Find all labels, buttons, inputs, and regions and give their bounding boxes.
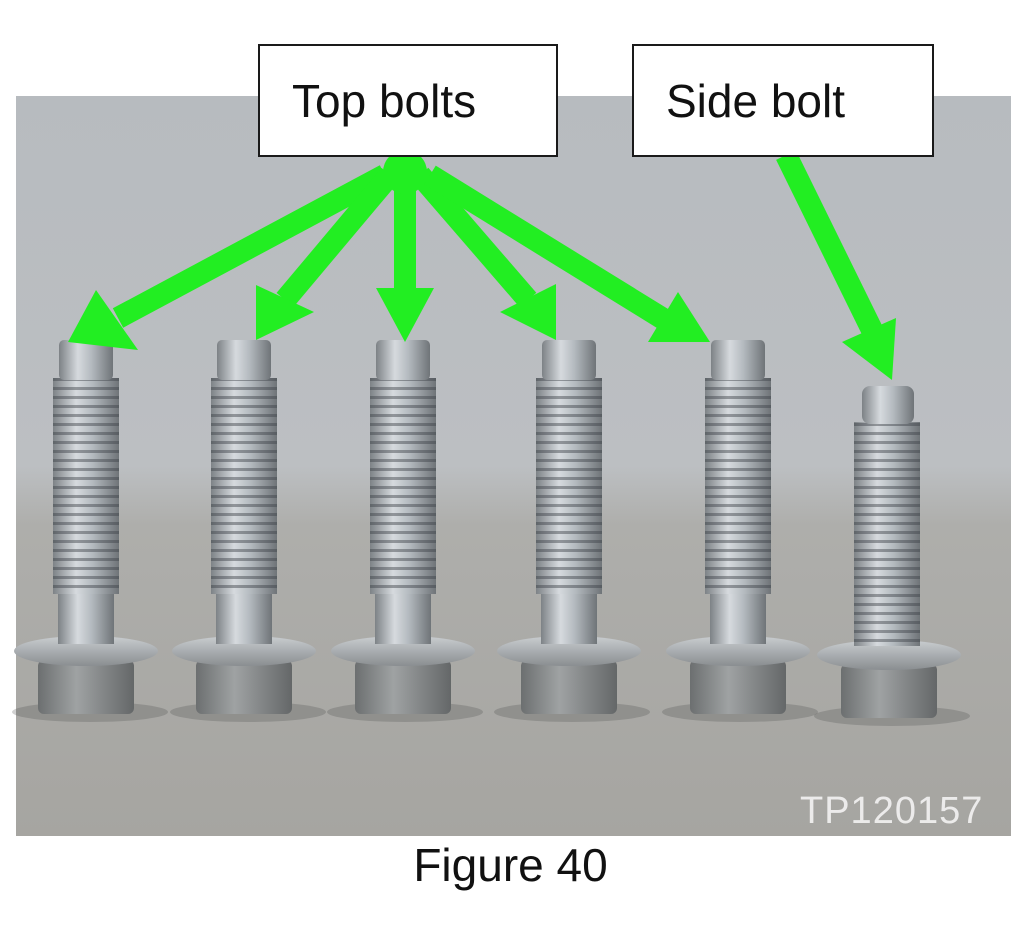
- side-bolt-arrow: [776, 150, 896, 380]
- bolt-top-4: [497, 340, 641, 714]
- top-bolts-arrows: [68, 150, 710, 350]
- arrow-to-top-bolt-1: [68, 165, 391, 350]
- figure-caption: Figure 40: [413, 839, 608, 891]
- arrow-to-top-bolt-4: [411, 167, 556, 340]
- side-bolt-label: Side bolt: [632, 44, 934, 157]
- bolt-side: [817, 386, 961, 718]
- arrow-to-top-bolt-5: [424, 165, 710, 342]
- bolt-top-2: [172, 340, 316, 714]
- bolt-top-5: [666, 340, 810, 714]
- top-bolts-label: Top bolts: [258, 44, 558, 157]
- bolt-top-1: [14, 340, 158, 714]
- bolt-top-3: [331, 340, 475, 714]
- photo-id-watermark: TP120157: [800, 790, 984, 832]
- arrow-to-top-bolt-3: [376, 175, 434, 342]
- arrow-to-top-bolt-2: [256, 167, 399, 340]
